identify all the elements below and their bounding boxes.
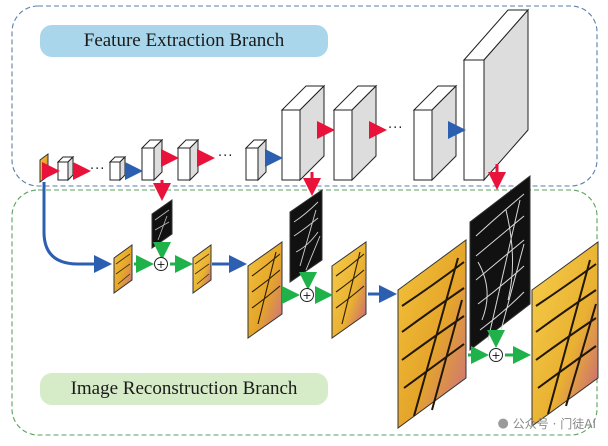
output-image-x8 [531,241,599,427]
residual-map-x2 [151,199,173,249]
conv-layer-s3-1 [462,8,530,182]
conv-layer-s2-1 [280,84,326,182]
wechat-icon: ● [497,416,509,431]
conv-layer-s1-2 [108,155,127,182]
watermark: ● 公众号 · 门徒AI [497,415,596,432]
residual-map-x8 [469,174,531,352]
sum-node-x2: + [154,257,168,271]
conv-layer-s1-3 [140,138,164,182]
upsampled-image-x8 [397,239,467,429]
conv-layer-s2-2 [332,84,378,182]
sum-symbol-x8: + [491,349,500,362]
ellipsis-stage2: ··· [388,121,404,136]
conv-layer-s1-1 [56,155,75,182]
blue-arrows [42,121,466,303]
sum-symbol-x4: + [302,289,311,302]
green-arrows [134,242,531,364]
conv-layer-s2-3 [412,84,458,182]
sum-symbol-x2: + [156,258,165,271]
ellipsis-stage1-a: ··· [90,162,106,177]
upsampled-image-x4 [247,241,283,339]
residual-map-x4 [289,189,323,283]
sum-node-x8: + [489,348,503,362]
ellipsis-stage1-b: ··· [218,149,234,164]
output-image-x2 [192,244,212,294]
image-reconstruction-label: Image Reconstruction Branch [40,373,328,405]
upsampled-image-x2 [113,244,133,294]
conv-layer-s1-4 [176,138,200,182]
sum-node-x4: + [300,288,314,302]
input-lr-image [39,153,49,183]
red-arrows [42,121,506,201]
watermark-text: 公众号 · 门徒AI [512,417,596,431]
conv-layer-s1-5 [244,138,268,182]
output-image-x4 [331,241,367,339]
feature-extraction-label: Feature Extraction Branch [40,25,328,57]
